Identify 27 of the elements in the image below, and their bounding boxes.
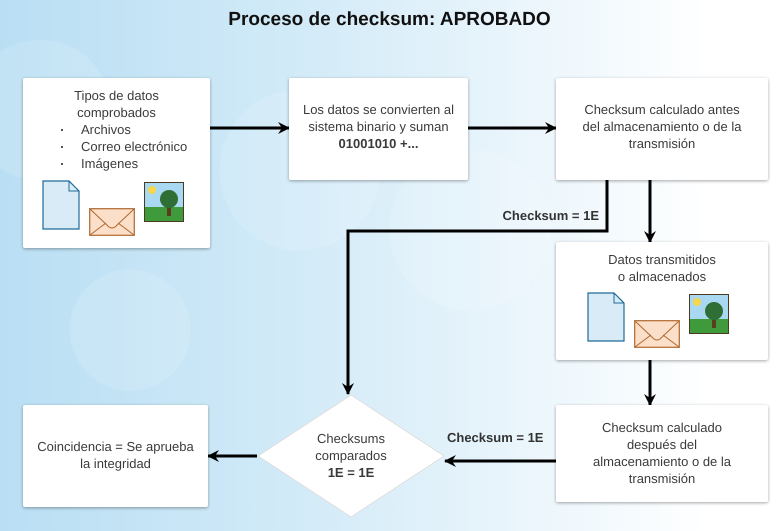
node-text: 1E = 1E bbox=[326, 464, 376, 481]
process-box bbox=[556, 78, 768, 180]
arrow bbox=[342, 180, 608, 395]
process-box bbox=[289, 78, 468, 180]
node-text: Los datos se convierten al sistema binario y suman 01001010 +... bbox=[302, 101, 456, 152]
process-box bbox=[556, 405, 768, 502]
arrow bbox=[644, 180, 656, 243]
list-item: Imágenes bbox=[31, 155, 202, 172]
process-box bbox=[23, 405, 208, 507]
edge-label: Checksum = 1E bbox=[502, 208, 600, 223]
node-text: Coincidencia = Se aprueba la integridad bbox=[36, 438, 195, 472]
arrow bbox=[210, 122, 290, 134]
diagram-title: Proceso de checksum: APROBADO bbox=[227, 9, 552, 31]
arrow bbox=[468, 122, 557, 134]
node-text: Checksum calculado antes del almacenamiento o de la transmisión bbox=[582, 101, 742, 152]
node-text: Checksums comparados bbox=[314, 430, 388, 464]
arrow bbox=[207, 450, 257, 462]
list-item: Correo electrónico bbox=[31, 138, 202, 155]
node-text: Tipos de datos comprobados bbox=[73, 87, 160, 121]
edge-label: Checksum = 1E bbox=[446, 430, 544, 445]
list-item: Archivos bbox=[31, 121, 202, 138]
arrow bbox=[644, 360, 656, 406]
node-text: Datos transmitidos o almacenados bbox=[607, 251, 717, 285]
arrow bbox=[444, 455, 556, 467]
node-text: Checksum calculado después del almacenamiento o de la transmisión bbox=[592, 419, 732, 487]
process-box bbox=[23, 78, 210, 248]
process-box bbox=[556, 242, 768, 360]
